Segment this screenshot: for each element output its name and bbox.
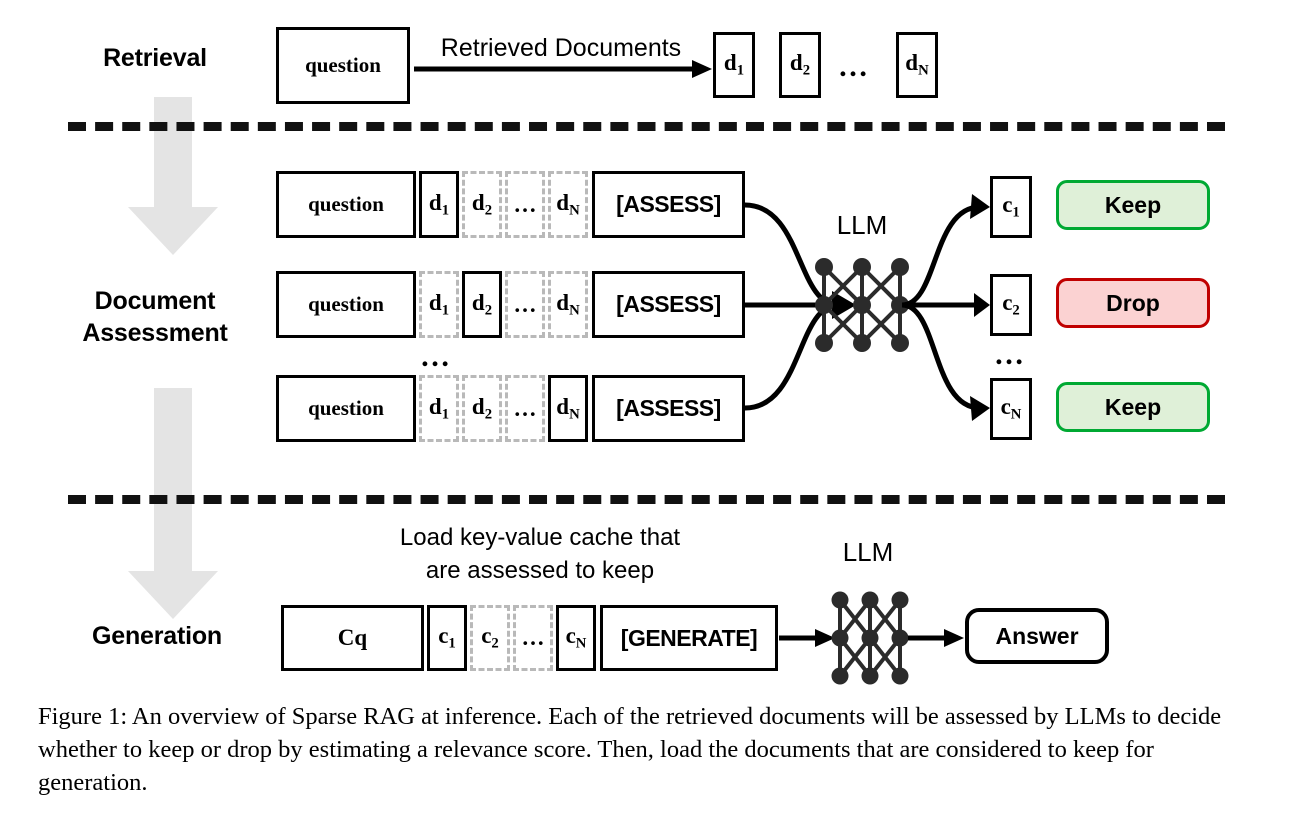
decision-badge-keep-1: Keep: [1056, 180, 1210, 230]
stage-label-generation: Generation: [92, 622, 222, 650]
pipeline-arrow-assessment-to-generation: [128, 388, 218, 619]
assessment-row-3-token-dn: dN: [548, 375, 588, 442]
retrieved-doc-label-2: d2: [789, 50, 811, 79]
assessment-row-3-token-dn-label: dN: [556, 393, 580, 423]
assessment-row-1-question: question: [276, 171, 416, 238]
assessment-output-label-c1: c1: [1002, 192, 1020, 221]
assessment-row-2-token-d2: d2: [462, 271, 502, 338]
assessment-output-arrows: [901, 194, 990, 421]
assessment-row-2-token-ellipsis: …: [505, 271, 545, 338]
stage-label-assessment-line1: Document: [94, 287, 216, 315]
assessment-row-3-token-d2: d2: [462, 375, 502, 442]
retrieved-doc-ellipsis: …: [838, 50, 870, 83]
assessment-row-1-token-ellipsis-label: …: [513, 191, 537, 217]
assessment-row-2-token-dn: dN: [548, 271, 588, 338]
assessment-row-2-token-dn-label: dN: [556, 289, 580, 319]
generation-note: Load key-value cache that are assessed t…: [340, 521, 740, 587]
assessment-output-box-c1: c1: [990, 176, 1032, 238]
llm-to-answer-arrow: [908, 629, 964, 647]
assessment-row-1-token-d2-label: d2: [471, 189, 493, 219]
assessment-row-2-token-d1: d1: [419, 271, 459, 338]
assessment-row-3-assess-token: [ASSESS]: [592, 375, 745, 442]
section-divider-top: [68, 122, 1225, 131]
generation-token-c1-label: c1: [438, 623, 456, 652]
figure-caption: Figure 1: An overview of Sparse RAG at i…: [38, 703, 1222, 796]
stage-label-assessment-line2: Assessment: [82, 319, 228, 347]
assessment-output-label-c2: c2: [1002, 290, 1020, 319]
assessment-row-3-token-d1-label: d1: [428, 393, 450, 423]
assessment-row-1-token-d1: d1: [419, 171, 459, 238]
stage-label-retrieval: Retrieval: [103, 44, 207, 72]
assessment-row-3-token-ellipsis-label: …: [513, 395, 537, 421]
retrieved-documents-label: Retrieved Documents: [440, 34, 682, 62]
assessment-row-1-token-dn-label: dN: [556, 189, 580, 219]
assessment-row-3-token-d2-label: d2: [471, 393, 493, 423]
assessment-row-1-token-dn: dN: [548, 171, 588, 238]
generation-token-c2-label: c2: [481, 623, 499, 652]
generation-cq-box: Cq: [281, 605, 424, 671]
assessment-row-2-assess-token: [ASSESS]: [592, 271, 745, 338]
retrieval-arrow: [414, 60, 712, 78]
generation-token-ellipsis: …: [513, 605, 553, 671]
retrieved-doc-label-n: dN: [905, 50, 929, 79]
assessment-llm-network-icon: [815, 258, 909, 352]
decision-badge-keep-2: Keep: [1056, 382, 1210, 432]
generation-llm-network-icon: [831, 591, 909, 685]
assessment-rows-ellipsis: …: [420, 340, 452, 373]
assessment-output-ellipsis: …: [994, 338, 1026, 371]
generation-token-ellipsis-label: …: [521, 625, 545, 650]
assessment-row-2-question: question: [276, 271, 416, 338]
generation-token-c1: c1: [427, 605, 467, 671]
generation-token-c2: c2: [470, 605, 510, 671]
decision-badge-drop: Drop: [1056, 278, 1210, 328]
generation-token-cn: cN: [556, 605, 596, 671]
assessment-row-3-token-ellipsis: …: [505, 375, 545, 442]
generation-generate-token: [GENERATE]: [600, 605, 778, 671]
retrieved-doc-label-1: d1: [723, 50, 745, 79]
assessment-output-box-c2: c2: [990, 274, 1032, 336]
assessment-row-1-token-ellipsis: …: [505, 171, 545, 238]
generation-note-line-2: are assessed to keep: [425, 557, 655, 584]
assessment-row-1-token-d1-label: d1: [428, 189, 450, 219]
retrieved-doc-box-n: dN: [896, 32, 938, 98]
assessment-output-box-cn: cN: [990, 378, 1032, 440]
pipeline-arrow-retrieval-to-assessment: [128, 97, 218, 255]
retrieved-doc-box-2: d2: [779, 32, 821, 98]
generation-to-llm-arrow: [779, 629, 835, 647]
assessment-row-1-token-d2: d2: [462, 171, 502, 238]
retrieval-question-box: question: [276, 27, 410, 104]
assessment-row-3-token-d1: d1: [419, 375, 459, 442]
generation-llm-label: LLM: [842, 537, 894, 567]
assessment-row-3-question: question: [276, 375, 416, 442]
assessment-row-1-assess-token: [ASSESS]: [592, 171, 745, 238]
assessment-output-label-cn: cN: [1000, 394, 1022, 423]
generation-answer-box: Answer: [965, 608, 1109, 664]
assessment-row-2-token-d2-label: d2: [471, 289, 493, 319]
section-divider-bottom: [68, 495, 1225, 504]
generation-note-line-1: Load key-value cache that: [399, 524, 681, 551]
assessment-row-2-token-d1-label: d1: [428, 289, 450, 319]
stage-label-assessment: Document Assessment: [35, 285, 275, 349]
assessment-llm-label: LLM: [836, 210, 888, 240]
retrieved-doc-box-1: d1: [713, 32, 755, 98]
generation-token-cn-label: cN: [565, 623, 587, 652]
assessment-row-2-token-ellipsis-label: …: [513, 291, 537, 317]
